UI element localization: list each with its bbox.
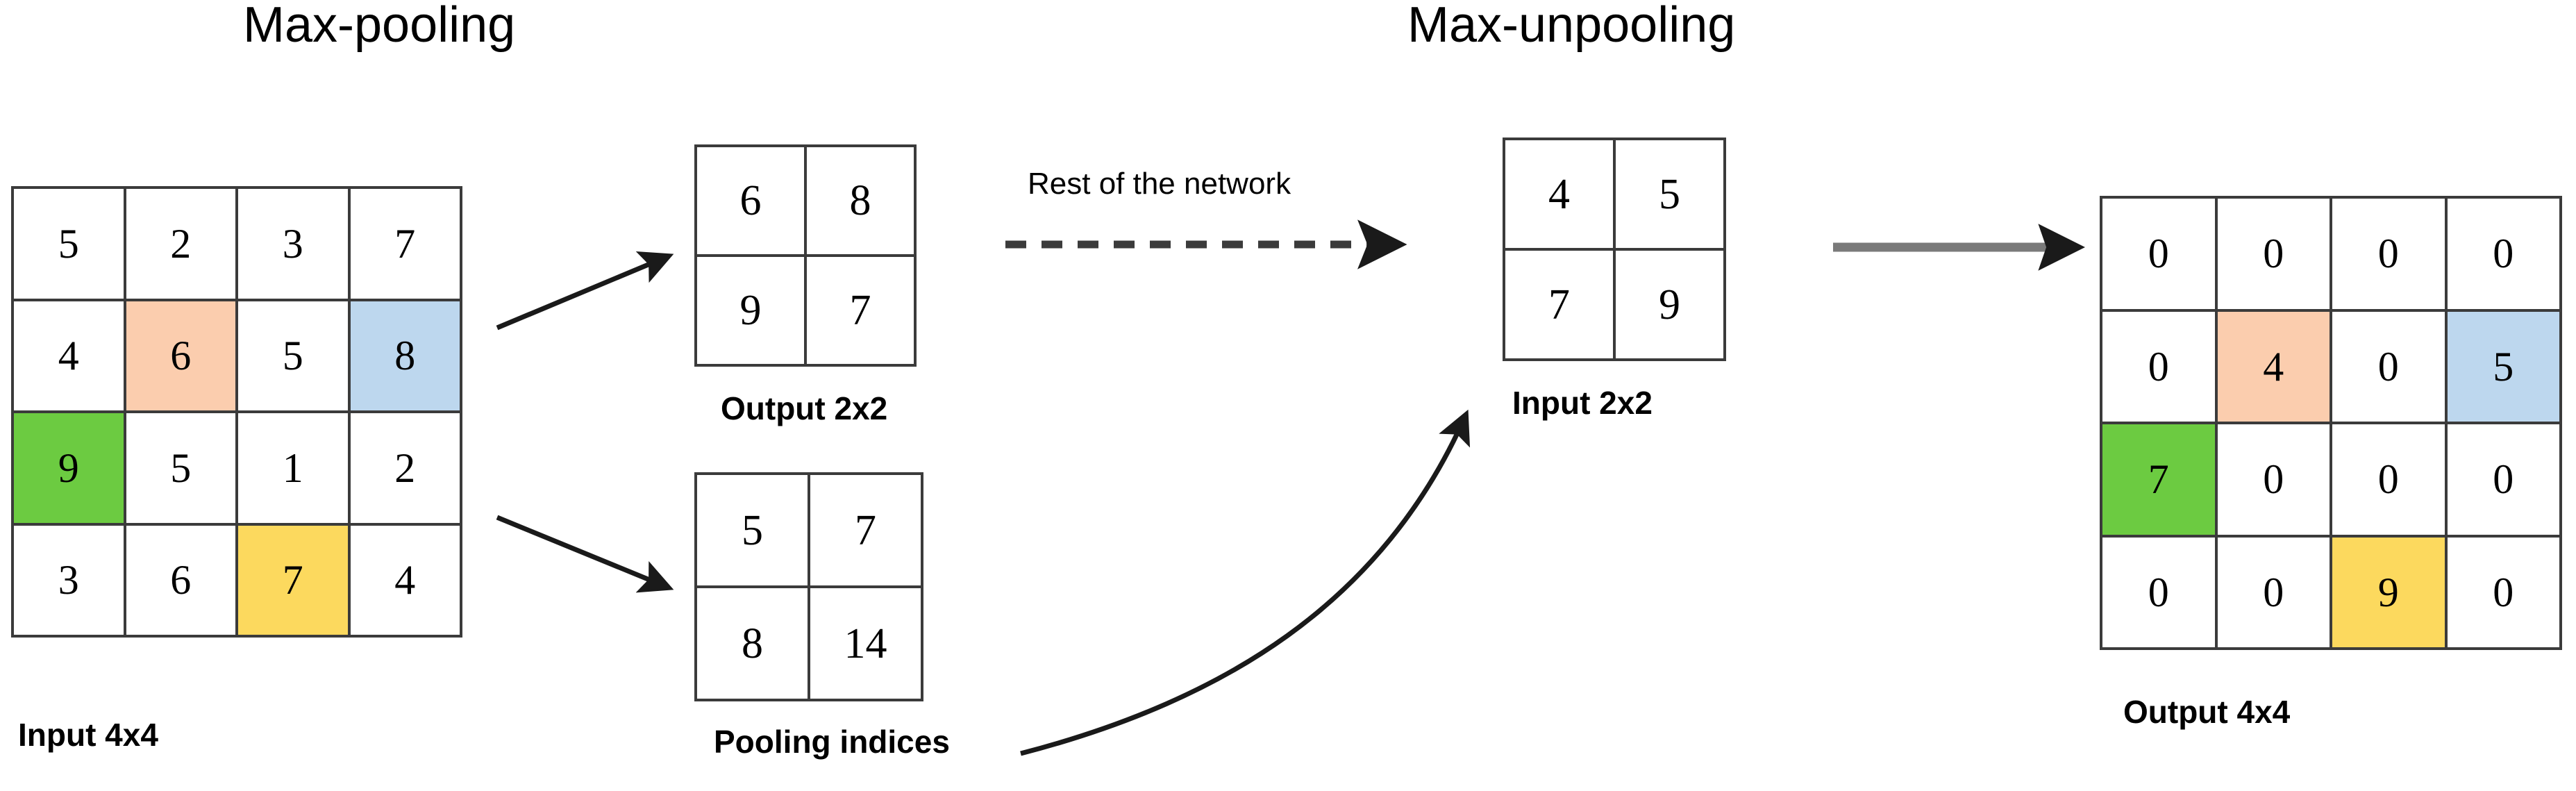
grid-cell: 9 [1616,251,1723,358]
grid-cell: 6 [697,147,804,254]
grid-cell: 1 [238,413,348,523]
grid-cell: 7 [810,475,921,585]
grid-cell: 5 [1616,140,1723,248]
caption-input-2x2: Input 2x2 [1512,385,1653,421]
grid-cell: 3 [14,525,124,635]
grid-cell: 0 [2217,537,2330,647]
caption-output-2x2: Output 2x2 [721,390,888,426]
grid-cell: 6 [126,301,235,410]
arrow-indices-to-unpooling [1020,409,1471,756]
caption-output-4x4: Output 4x4 [2123,694,2291,730]
title-max-unpooling: Max-unpooling [1407,0,1736,53]
grid-cell: 4 [14,301,124,410]
arrow-pool-to-output-2x2 [496,251,674,331]
grid-cell: 8 [807,147,914,254]
grid-cell: 9 [14,413,124,523]
grid-cell: 7 [350,189,460,299]
grid-cell: 5 [238,301,348,410]
title-max-pooling: Max-pooling [243,0,516,53]
caption-input-4x4: Input 4x4 [18,717,158,753]
grid-cell: 0 [2102,311,2215,422]
grid-cell: 2 [126,189,235,299]
grid-cell: 0 [2332,199,2445,309]
grid-cell: 4 [350,525,460,635]
grid-cell: 0 [2447,537,2559,647]
grid-cell: 4 [1505,140,1613,248]
grid-cell: 7 [2102,424,2215,535]
grid-cell: 2 [350,413,460,523]
grid-cell: 6 [126,525,235,635]
grid-cell: 0 [2447,424,2559,535]
grid-cell: 0 [2102,537,2215,647]
label-rest-of-the-network: Rest of the network [1028,167,1291,201]
grid-cell: 8 [350,301,460,410]
caption-pooling-indices: Pooling indices [714,724,950,760]
grid-cell: 0 [2102,199,2215,309]
grid-cell: 7 [807,257,914,364]
grid-cell: 9 [2332,537,2445,647]
grid-cell: 0 [2217,424,2330,535]
grid-cell: 5 [2447,311,2559,422]
grid-cell: 5 [697,475,808,585]
grid-cell: 7 [1505,251,1613,358]
grid-cell: 7 [238,525,348,635]
grid-cell: 5 [14,189,124,299]
grid-cell: 3 [238,189,348,299]
grid-cell: 0 [2332,424,2445,535]
grid-cell: 9 [697,257,804,364]
grid-cell: 0 [2217,199,2330,309]
grid-cell: 8 [697,588,808,699]
grid-cell: 0 [2332,311,2445,422]
grid-cell: 5 [126,413,235,523]
arrow-pool-to-pooling-indices [496,515,674,593]
grid-cell: 14 [810,588,921,699]
grid-cell: 0 [2447,199,2559,309]
grid-cell: 4 [2217,311,2330,422]
